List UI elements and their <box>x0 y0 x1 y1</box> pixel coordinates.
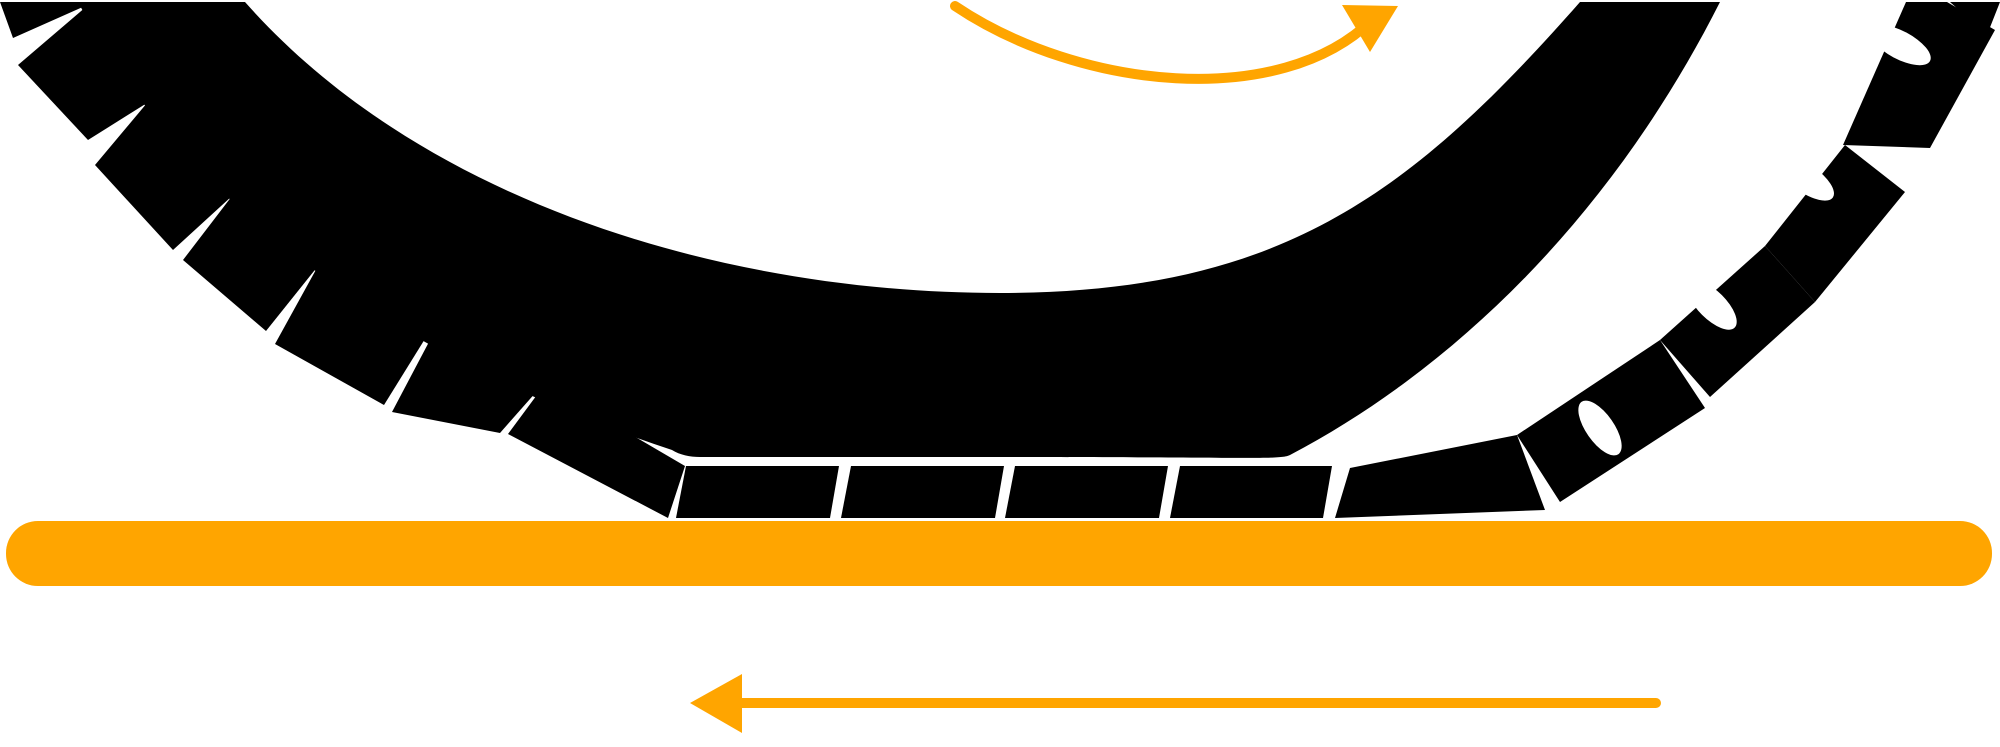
track-pad <box>841 466 1004 518</box>
track-pad <box>0 2 85 38</box>
track-pad <box>676 466 839 518</box>
track-pads-right <box>1335 2 2000 518</box>
pad-hole <box>1578 400 1622 456</box>
motion-arrow-left-icon <box>690 674 1661 733</box>
pad-holes <box>1578 24 1931 456</box>
pad-hole <box>1687 280 1737 330</box>
track-pad <box>1843 2 1995 148</box>
track-pad <box>1005 466 1168 518</box>
track-pad <box>1335 435 1545 518</box>
track-pad <box>1660 246 1815 397</box>
pad-hole <box>1776 155 1834 201</box>
track-pads-bottom <box>676 466 1332 518</box>
wheel-body-crescent <box>78 2 1720 458</box>
rotation-arrow-icon <box>950 1 1398 84</box>
track-pad <box>18 6 147 140</box>
pad-hole <box>1869 24 1931 66</box>
track-pad <box>1950 2 2000 35</box>
track-pad <box>275 266 428 405</box>
ground-bar <box>6 521 1992 586</box>
track-pads-left <box>0 2 685 518</box>
track-pad <box>508 384 685 518</box>
track-pad <box>1170 466 1332 518</box>
track-pad <box>392 340 545 433</box>
track-pad <box>183 196 318 331</box>
track-pad <box>1765 145 1905 302</box>
track-pad <box>95 103 232 250</box>
